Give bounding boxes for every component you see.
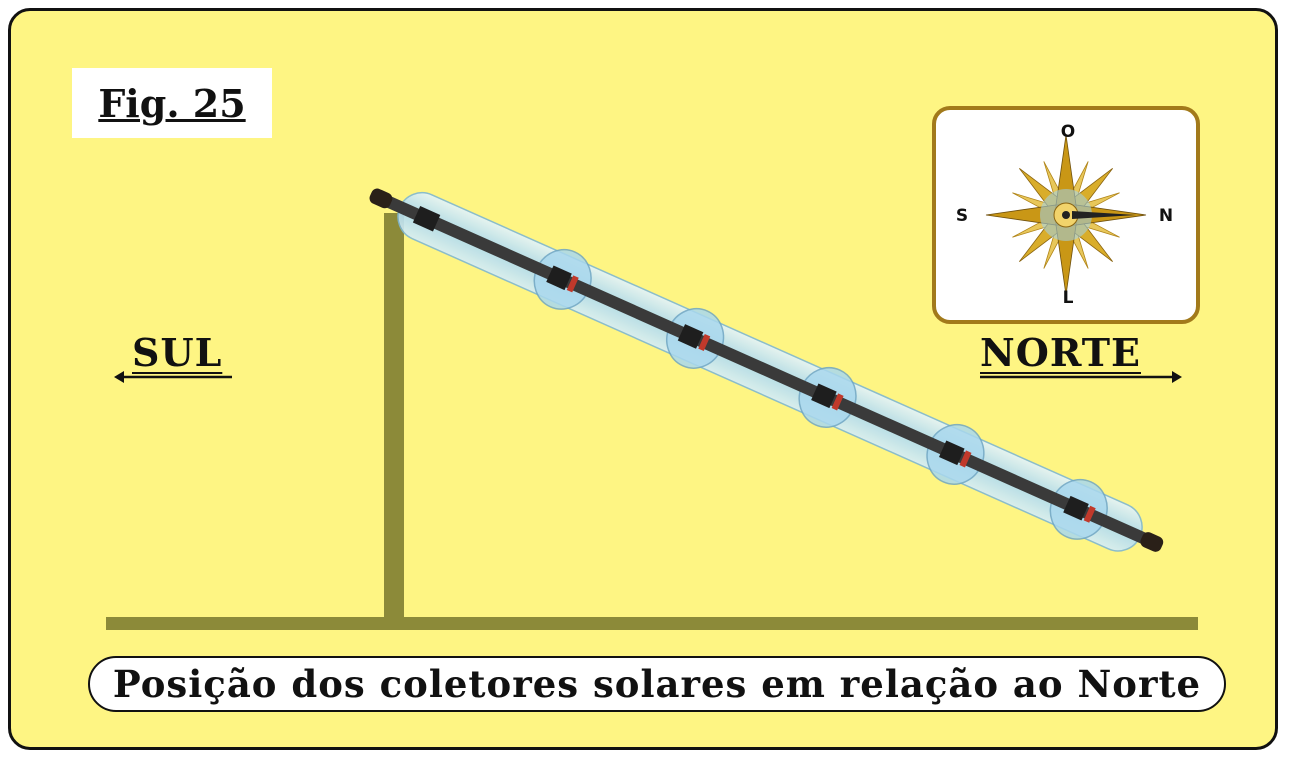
- compass-letter-right: N: [1158, 206, 1174, 226]
- compass-letter-top: O: [1060, 122, 1076, 142]
- pipe-band: [959, 450, 972, 468]
- figure-label: Fig. 25: [72, 68, 272, 138]
- pipe-joint: [811, 383, 837, 409]
- pipe-joint: [938, 440, 965, 466]
- ground-line: [106, 617, 1198, 630]
- arrow-left-icon: [114, 371, 232, 383]
- pipe-joint: [546, 265, 572, 291]
- pipe-joint: [1063, 495, 1089, 521]
- pipe-end-cap: [1140, 532, 1164, 552]
- pipe-joint: [677, 324, 704, 349]
- solar-collector: [369, 188, 1164, 552]
- pipe-band: [831, 393, 844, 411]
- figure-caption-text: Posição dos coletores solares em relação…: [112, 662, 1202, 706]
- compass-rose-icon: O L S N: [932, 106, 1200, 324]
- figure-caption: Posição dos coletores solares em relação…: [88, 656, 1226, 712]
- pipe-band: [698, 333, 711, 352]
- arrow-right-icon: [980, 371, 1182, 383]
- south-label: SUL: [132, 330, 223, 375]
- pipe-band: [566, 275, 579, 293]
- north-label: NORTE: [980, 330, 1141, 375]
- compass-star: [985, 134, 1147, 296]
- support-post: [384, 213, 404, 625]
- compass-letter-left: S: [955, 206, 969, 226]
- pipe-joint: [412, 206, 441, 232]
- figure-label-text: Fig. 25: [98, 80, 246, 126]
- pipe-band: [1083, 505, 1096, 523]
- pipe-end-cap: [369, 188, 393, 209]
- compass-letter-bottom: L: [1062, 288, 1074, 308]
